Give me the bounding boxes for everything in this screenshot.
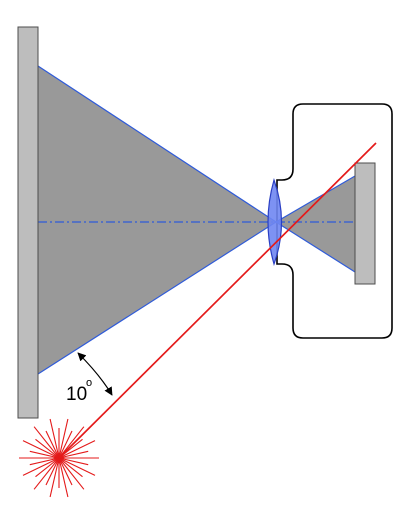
starburst-ray — [45, 457, 60, 486]
starburst-ray — [58, 457, 69, 498]
starburst-ray — [35, 457, 60, 478]
starburst-ray — [33, 426, 60, 459]
starburst-ray — [33, 457, 60, 490]
starburst-ray — [58, 438, 83, 459]
projection-screen — [17, 26, 39, 419]
angle-arc — [77, 352, 113, 396]
starburst-ray — [58, 418, 69, 459]
starburst-ray — [49, 418, 60, 459]
angle-label: 10 — [66, 384, 87, 405]
starburst-ray — [58, 450, 89, 459]
image-cone — [276, 176, 355, 272]
starburst-ray — [29, 450, 60, 459]
cone-upper-edge — [37, 65, 277, 223]
starburst-ray — [58, 430, 73, 459]
starburst-ray — [58, 457, 96, 476]
starburst-icon — [19, 418, 99, 498]
lens — [267, 178, 283, 266]
cone-lower-edge — [37, 221, 277, 375]
image-sensor — [354, 162, 376, 285]
starburst-ray — [22, 457, 60, 476]
angle-degree-symbol: o — [86, 377, 92, 389]
starburst-ray — [45, 430, 60, 459]
starburst-ray — [58, 457, 73, 486]
laser-beam — [58, 142, 377, 459]
starburst-ray — [58, 457, 89, 466]
starburst-ray — [35, 438, 60, 459]
starburst-ray — [58, 426, 85, 459]
starburst-ray — [22, 440, 60, 459]
starburst-ray — [29, 457, 60, 466]
starburst-ray — [49, 457, 60, 498]
image-cone-upper-edge — [275, 175, 356, 223]
starburst-ray — [58, 440, 96, 459]
starburst-ray — [58, 457, 85, 490]
starburst-ray — [58, 457, 83, 478]
projection-cone — [38, 66, 276, 374]
